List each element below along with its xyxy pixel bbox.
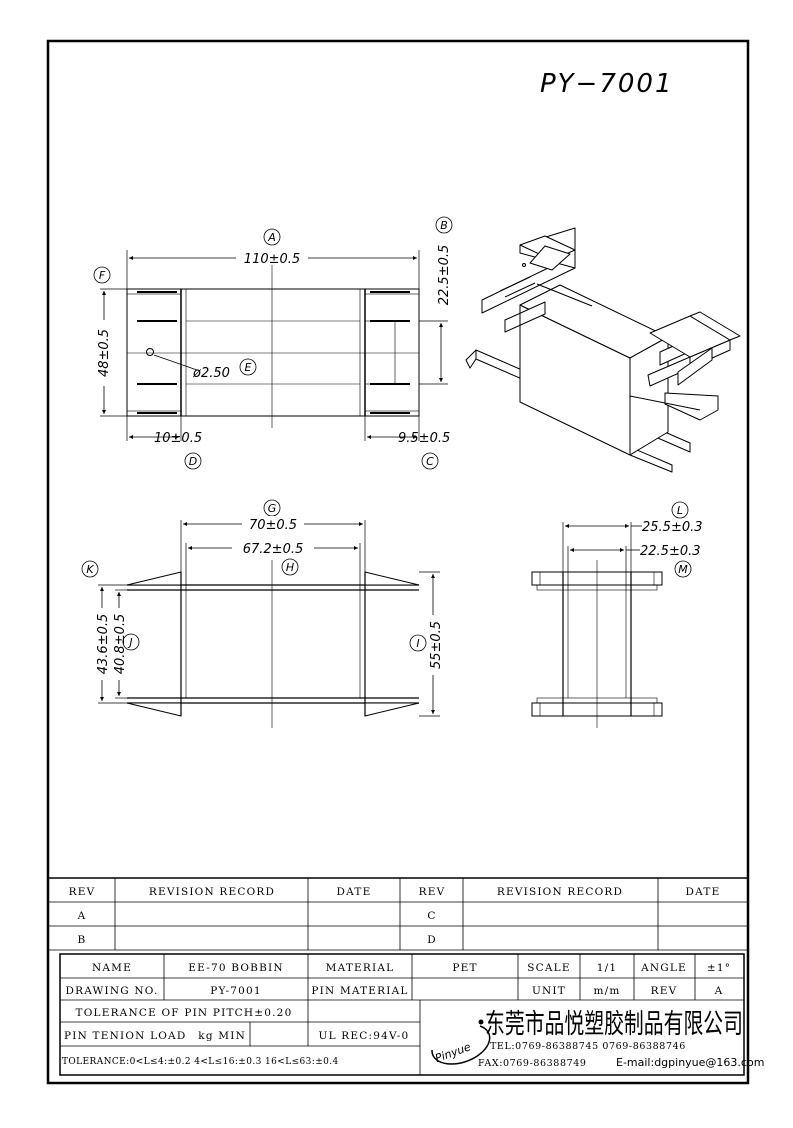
scale-label: SCALE [527,962,570,974]
svg-text:40.8±0.5: 40.8±0.5 [113,614,128,675]
pin-tension-unit: kg MIN [198,1030,246,1042]
unit-value: m/m [593,985,620,997]
dimension-g: G 70±0.5 [242,499,304,533]
svg-text:70±0.5: 70±0.5 [249,518,297,533]
revision-table-text: REV REVISION RECORD DATE REV REVISION RE… [69,886,721,946]
svg-text:10±0.5: 10±0.5 [154,431,202,446]
svg-text:A: A [77,910,87,922]
dimension-d: 10±0.5 D [154,431,202,470]
svg-text:C: C [426,455,434,468]
drawing-no-value: PY-7001 [210,985,262,997]
scale-value: 1/1 [597,962,618,974]
svg-text:55±0.5: 55±0.5 [429,621,444,669]
revision-table [48,877,748,951]
side-view [531,522,663,728]
svg-text:43.6±0.5: 43.6±0.5 [96,614,111,675]
svg-text:25.5±0.3: 25.5±0.3 [642,520,703,535]
svg-text:C: C [427,910,436,922]
svg-text:H: H [286,561,294,574]
drawing-title: PY−7001 [540,69,674,99]
dimension-b: B 22.5±0.5 [435,216,453,306]
angle-value: ±1° [707,962,731,974]
angle-label: ANGLE [640,962,687,974]
unit-label: UNIT [532,985,566,997]
name-label: NAME [92,962,132,974]
svg-text:REVISION RECORD: REVISION RECORD [149,886,275,898]
svg-text:L: L [677,504,683,517]
svg-text:D: D [427,934,437,946]
sheet-border [46,39,750,1085]
svg-text:I: I [416,637,419,650]
svg-text:REV: REV [419,886,446,898]
svg-text:9.5±0.5: 9.5±0.5 [398,431,450,446]
ul-rec: UL REC:94V-0 [319,1030,410,1042]
svg-text:M: M [678,563,688,576]
svg-text:DATE: DATE [686,886,721,898]
company-name: 东莞市品悦塑胶制品有限公司 [485,1009,743,1040]
svg-text:E: E [245,361,252,374]
isometric-view [465,227,741,473]
pin-pitch-tolerance: TOLERANCE OF PIN PITCH±0.20 [76,1007,293,1019]
svg-text:G: G [268,502,277,515]
front-view [98,520,440,728]
material-value: PET [452,962,477,974]
dimension-m: 22.5±0.3 M [640,544,701,578]
pin-material-label: PIN MATERIAL [311,985,408,997]
svg-text:D: D [189,455,197,468]
name-value: EE-70 BOBBIN [188,962,283,974]
svg-text:22.5±0.3: 22.5±0.3 [640,544,701,559]
tolerance-note: TOLERANCE:0<L≤4:±0.2 4<L≤16:±0.3 16<L≤63… [62,1057,339,1067]
dimension-h: 67.2±0.5 H [232,540,314,576]
rev-label: REV [651,985,678,997]
svg-text:B: B [440,219,448,232]
svg-text:22.5±0.5: 22.5±0.5 [437,245,452,306]
svg-text:F: F [99,269,106,282]
svg-text:DATE: DATE [337,886,372,898]
svg-text:110±0.5: 110±0.5 [244,252,300,267]
dimension-l: L 25.5±0.3 [642,501,703,535]
dimension-c: 9.5±0.5 C [398,431,450,470]
material-label: MATERIAL [326,962,395,974]
dimension-f: F 48±0.5 [93,266,112,386]
svg-text:A: A [267,231,276,244]
svg-text:48±0.5: 48±0.5 [97,329,112,377]
title-block [59,953,745,1076]
email: E-mail:dgpinyue@163.com [616,1056,764,1069]
dimension-k: K 43.6±0.5 [81,560,111,680]
dimension-i: I 55±0.5 [409,615,444,675]
svg-text:ø2.50: ø2.50 [192,366,230,381]
top-view [100,250,448,441]
dimension-e: ø2.50 E [192,358,257,381]
pin-tension-label: PIN TENION LOAD [64,1030,186,1042]
title-block-text: NAME EE-70 BOBBIN MATERIAL PET SCALE 1/1… [62,962,764,1069]
svg-text:REVISION RECORD: REVISION RECORD [497,886,623,898]
fax: FAX:0769-86388749 [478,1058,587,1069]
dimension-a: A 110±0.5 [236,228,308,267]
svg-text:J: J [127,636,132,649]
rev-value: A [714,985,724,997]
svg-text:67.2±0.5: 67.2±0.5 [243,542,304,557]
svg-text:B: B [78,934,87,946]
svg-text:REV: REV [69,886,96,898]
drawing-no-label: DRAWING NO. [65,985,158,997]
svg-text:K: K [86,563,94,576]
tel: TEL:0769-86388745 0769-86388746 [490,1041,686,1052]
dimension-j: 40.8±0.5 J [112,608,140,680]
